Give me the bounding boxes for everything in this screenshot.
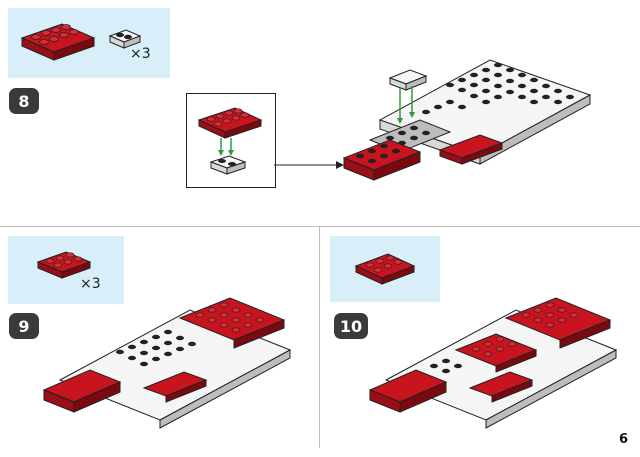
- part-quantity: ×3: [80, 276, 101, 292]
- section-divider-vertical: [319, 226, 320, 448]
- callout-red-plate: [197, 107, 263, 139]
- step-number-badge: 9: [9, 313, 39, 339]
- down-arrow-icon: [218, 138, 234, 156]
- arrow-right-icon: [274, 161, 344, 169]
- red-plate-2x4-part: [20, 23, 96, 61]
- callout-white-plate: [209, 155, 247, 175]
- red-plate-2x3-part: [36, 251, 92, 279]
- step-10-parts-box: [330, 236, 440, 302]
- page-number: 6: [618, 432, 628, 447]
- step-10-model-assembly: [368, 297, 618, 429]
- step-number-badge: 8: [9, 88, 39, 114]
- step-8-parts-box: ×3: [8, 8, 170, 78]
- red-plate-2x3-part: [354, 253, 416, 285]
- step-9-parts-box: ×3: [8, 236, 124, 304]
- step-9-model-assembly: [42, 297, 292, 429]
- step-number-badge: 10: [334, 313, 368, 339]
- sub-assembly-callout: [186, 93, 276, 188]
- step-8-model-assembly: [342, 59, 592, 181]
- section-divider: [0, 226, 640, 227]
- part-quantity: ×3: [130, 46, 151, 62]
- white-plate-1x2-part: [108, 29, 142, 49]
